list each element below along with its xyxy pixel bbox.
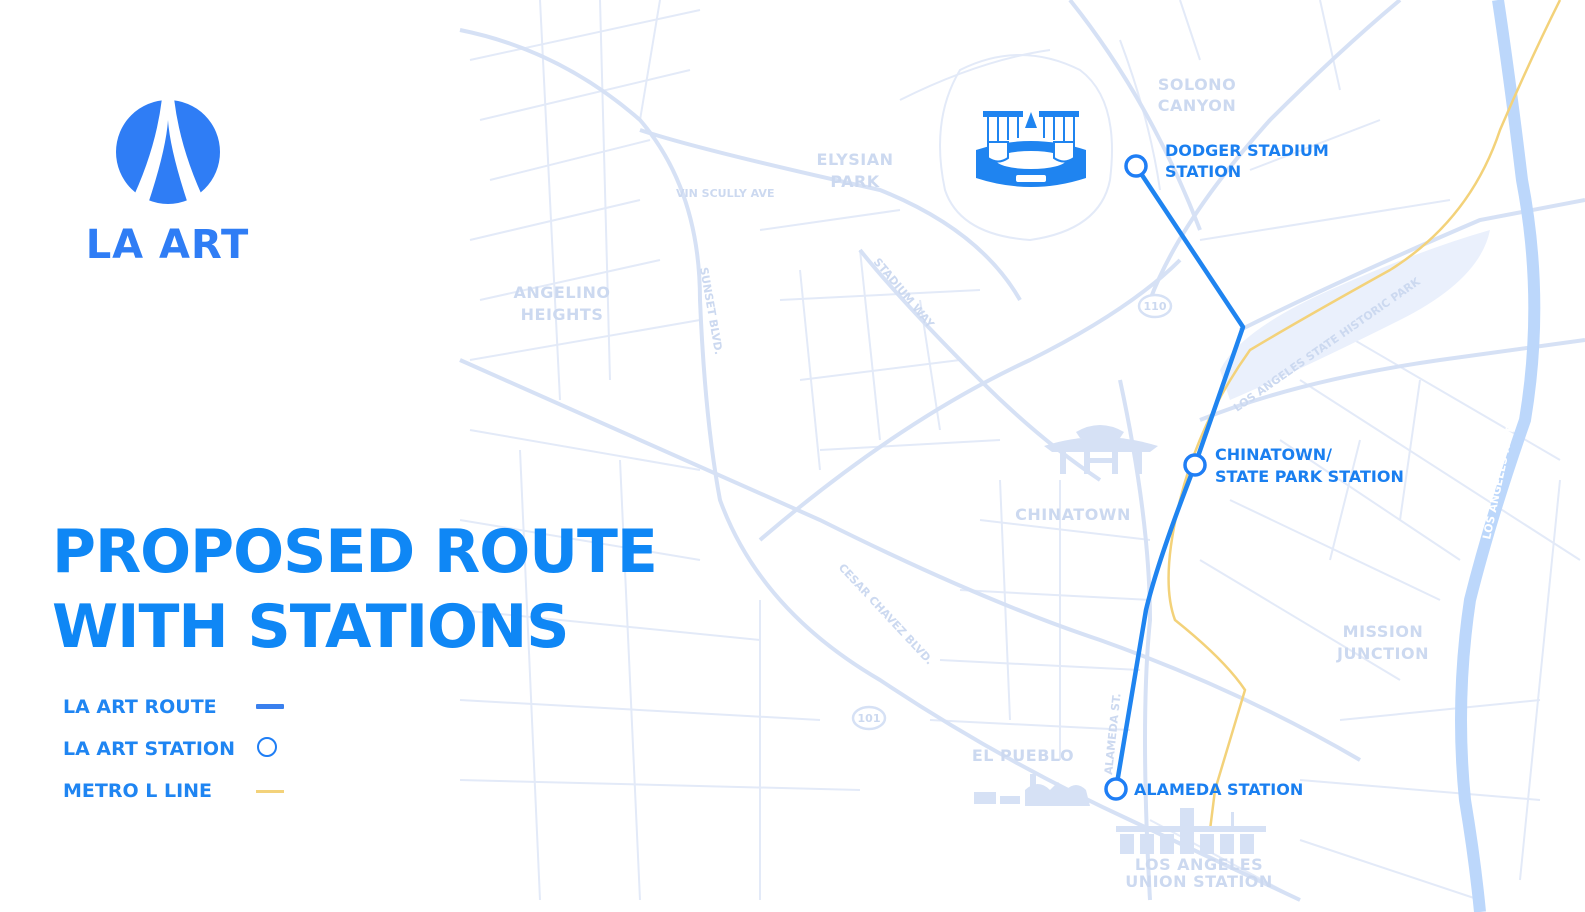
brand-name: LA ART: [85, 222, 250, 268]
hood-elysian-1: ELYSIAN: [817, 150, 894, 169]
hood-el-pueblo: EL PUEBLO: [972, 746, 1074, 765]
minor-streets: [459, 0, 1581, 901]
hood-solono-1: SOLONO: [1158, 75, 1236, 94]
shield-101: 101: [851, 705, 887, 731]
street-label-la-river: LOS ANGELES RIVER: [1480, 415, 1519, 541]
hood-mission-1: MISSION: [1343, 622, 1424, 641]
stadium-icon: [976, 111, 1086, 187]
hood-union-2: UNION STATION: [1125, 872, 1273, 891]
metro-l-line: [1167, 0, 1562, 831]
page-title-line-2: WITH STATIONS: [52, 592, 569, 662]
legend-metro-label: METRO L LINE: [63, 780, 213, 802]
legend-station-label: LA ART STATION: [63, 738, 235, 760]
el-pueblo-icon: [974, 774, 1090, 806]
stadium-grounds: [939, 54, 1113, 242]
chinatown-station-marker[interactable]: [1183, 453, 1207, 477]
hood-elysian-2: PARK: [830, 172, 879, 191]
street-label-cesar-chavez: CESAR CHAVEZ BLVD.: [836, 561, 936, 667]
legend-item-route: LA ART ROUTE: [63, 692, 303, 722]
dodger-station-label-1: DODGER STADIUM: [1165, 141, 1329, 160]
alameda-station-marker[interactable]: [1104, 777, 1128, 801]
la-art-logo-icon: [115, 98, 220, 204]
station-swatch-icon: [257, 737, 277, 757]
chinatown-station-label-1: CHINATOWN/: [1215, 445, 1332, 464]
metro-swatch-icon: [256, 790, 284, 793]
legend-item-metro: METRO L LINE: [63, 776, 303, 806]
shield-110-number: 110: [1144, 300, 1167, 313]
hood-angelino-1: ANGELINO: [514, 283, 611, 302]
brand: LA ART: [60, 98, 275, 268]
route-swatch-icon: [256, 704, 284, 709]
hood-union-1: LOS ANGELES: [1135, 855, 1263, 874]
legend-item-station: LA ART STATION: [63, 734, 303, 764]
dodger-stadium-station-marker[interactable]: [1124, 154, 1148, 178]
page-title: PROPOSED ROUTE WITH STATIONS: [52, 515, 658, 665]
shield-110: 110: [1137, 293, 1173, 319]
hood-angelino-2: HEIGHTS: [521, 305, 604, 324]
chinatown-station-label-2: STATE PARK STATION: [1215, 467, 1404, 486]
dodger-station-label-2: STATION: [1165, 162, 1241, 181]
hood-mission-2: JUNCTION: [1336, 644, 1429, 663]
major-roads: [459, 0, 1585, 902]
chinatown-gate-icon: [1044, 425, 1158, 474]
legend-route-label: LA ART ROUTE: [63, 696, 217, 718]
street-label-vin-scully: VIN SCULLY AVE: [676, 187, 774, 200]
state-park-area: [1220, 230, 1490, 400]
alameda-station-label: ALAMEDA STATION: [1134, 780, 1303, 799]
page-title-line-1: PROPOSED ROUTE: [52, 517, 658, 587]
hood-chinatown: CHINATOWN: [1015, 505, 1131, 524]
hood-solono-2: CANYON: [1158, 96, 1237, 115]
la-river: [1455, 0, 1541, 912]
map-legend: LA ART ROUTE LA ART STATION METRO L LINE: [63, 692, 303, 818]
shield-101-number: 101: [858, 712, 881, 725]
union-station-icon: [1116, 808, 1266, 854]
